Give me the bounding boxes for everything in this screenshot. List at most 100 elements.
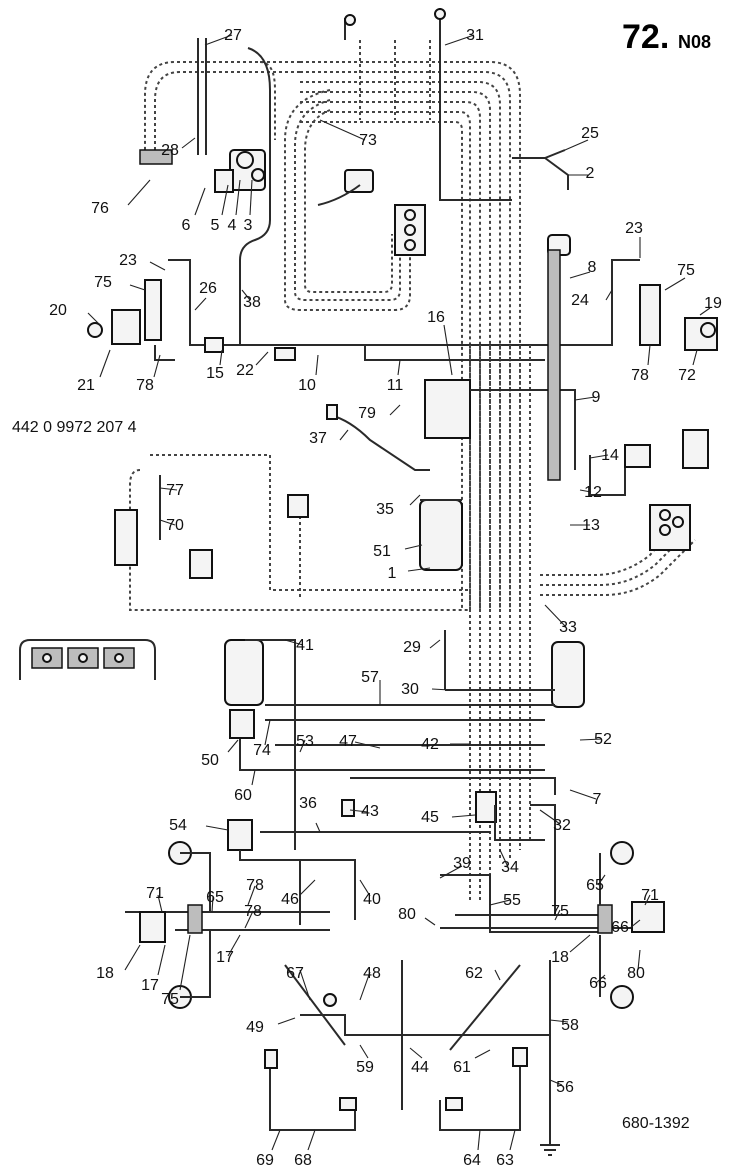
- callout-label: 78: [631, 367, 649, 384]
- leader-line: [474, 1049, 491, 1059]
- callout-label: 72: [678, 367, 696, 384]
- block-80-right: [597, 904, 613, 934]
- callout-label: 3: [244, 217, 253, 234]
- callout-label: 37: [309, 430, 327, 447]
- leader-line: [277, 1017, 296, 1025]
- callout-label: 13: [582, 517, 600, 534]
- callout-label: 58: [561, 1017, 579, 1034]
- connector-28: [139, 149, 173, 165]
- leader-line: [359, 1044, 369, 1059]
- leader-line: [129, 284, 146, 291]
- leader-line: [509, 1129, 516, 1151]
- callout-label: 71: [146, 885, 164, 902]
- callout-label: 51: [373, 543, 391, 560]
- wire-34: [494, 805, 545, 841]
- callout-label: 40: [363, 891, 381, 908]
- leader-line: [554, 909, 561, 921]
- leader-line: [359, 879, 371, 897]
- legend-inset: [19, 639, 156, 680]
- callout-label: 11: [387, 377, 404, 394]
- callout-label: 66: [611, 919, 629, 936]
- leader-line: [205, 825, 229, 831]
- callout-label: 54: [169, 817, 187, 834]
- leader-line: [247, 885, 256, 906]
- callout-label: 74: [253, 742, 271, 759]
- ground-symbol: [540, 1144, 560, 1156]
- actuator-68-69: [264, 1049, 357, 1131]
- leader-line: [692, 349, 698, 366]
- callout-label: 38: [243, 294, 261, 311]
- leader-line: [564, 139, 589, 151]
- callout-label: 8: [588, 259, 597, 276]
- connector-22: [274, 347, 296, 361]
- leader-line: [241, 289, 251, 301]
- callout-label: 49: [246, 1019, 264, 1036]
- callout-label: 19: [704, 295, 722, 312]
- leader-line: [647, 344, 651, 366]
- leader-line: [664, 277, 686, 291]
- callout-label: 62: [465, 965, 483, 982]
- valve-54: [227, 819, 253, 851]
- callout-label: 64: [463, 1152, 481, 1169]
- callout-label: 20: [49, 302, 67, 319]
- callout-label: 33: [559, 619, 577, 636]
- bar-8: [547, 249, 561, 481]
- callout-label: 7: [593, 791, 602, 808]
- valve-73: [317, 169, 374, 206]
- callout-label: 69: [256, 1152, 274, 1169]
- valve-45: [475, 791, 497, 823]
- wire-62: [449, 964, 521, 1051]
- leader-line: [211, 896, 214, 913]
- callout-label: 43: [361, 803, 379, 820]
- leader-line: [443, 324, 453, 376]
- callout-label: 47: [339, 733, 357, 750]
- drawing-number: 680-1392: [622, 1115, 690, 1132]
- leader-line: [595, 974, 606, 984]
- upper-harness: [144, 40, 521, 610]
- leader-line: [579, 489, 592, 493]
- callout-label: 48: [363, 965, 381, 982]
- leader-line: [299, 739, 306, 753]
- callout-label: 4: [228, 217, 237, 234]
- callout-label: 18: [96, 965, 114, 982]
- leader-line: [431, 688, 451, 691]
- wire-11: [364, 345, 545, 361]
- callout-label: 75: [551, 903, 569, 920]
- callout-label: 79: [358, 405, 376, 422]
- leader-line: [494, 969, 501, 981]
- callout-label: 29: [403, 639, 421, 656]
- callout-label: 10: [298, 377, 316, 394]
- callout-label: 80: [627, 965, 645, 982]
- leader-line: [157, 944, 166, 976]
- callout-label: 5: [211, 217, 220, 234]
- leader-line: [315, 822, 321, 833]
- callout-label: 50: [201, 752, 219, 769]
- callout-label: 17: [141, 977, 159, 994]
- callout-label: 27: [224, 27, 242, 44]
- leader-line: [359, 971, 371, 1001]
- callout-label: 46: [281, 891, 299, 908]
- callout-label: 6: [182, 217, 191, 234]
- valve-assembly-left: [87, 259, 210, 361]
- leader-line: [699, 307, 711, 316]
- callout-label: 67: [286, 965, 304, 982]
- leader-line: [549, 1019, 569, 1023]
- leader-line: [315, 354, 319, 376]
- callout-label: 17: [216, 949, 234, 966]
- leader-line: [569, 789, 597, 800]
- callout-label: 24: [571, 292, 589, 309]
- leader-line: [404, 544, 423, 550]
- leader-line: [409, 494, 421, 506]
- leader-line: [579, 738, 603, 741]
- wire-39: [440, 874, 491, 905]
- callout-label: 23: [625, 220, 643, 237]
- callout-label: 78: [244, 903, 262, 920]
- leader-line: [307, 1129, 316, 1151]
- leader-line: [179, 934, 191, 991]
- callout-label: 44: [411, 1059, 429, 1076]
- leader-line: [319, 119, 366, 141]
- wire-67: [284, 964, 346, 1046]
- leader-line: [451, 814, 476, 818]
- leader-line: [644, 894, 651, 906]
